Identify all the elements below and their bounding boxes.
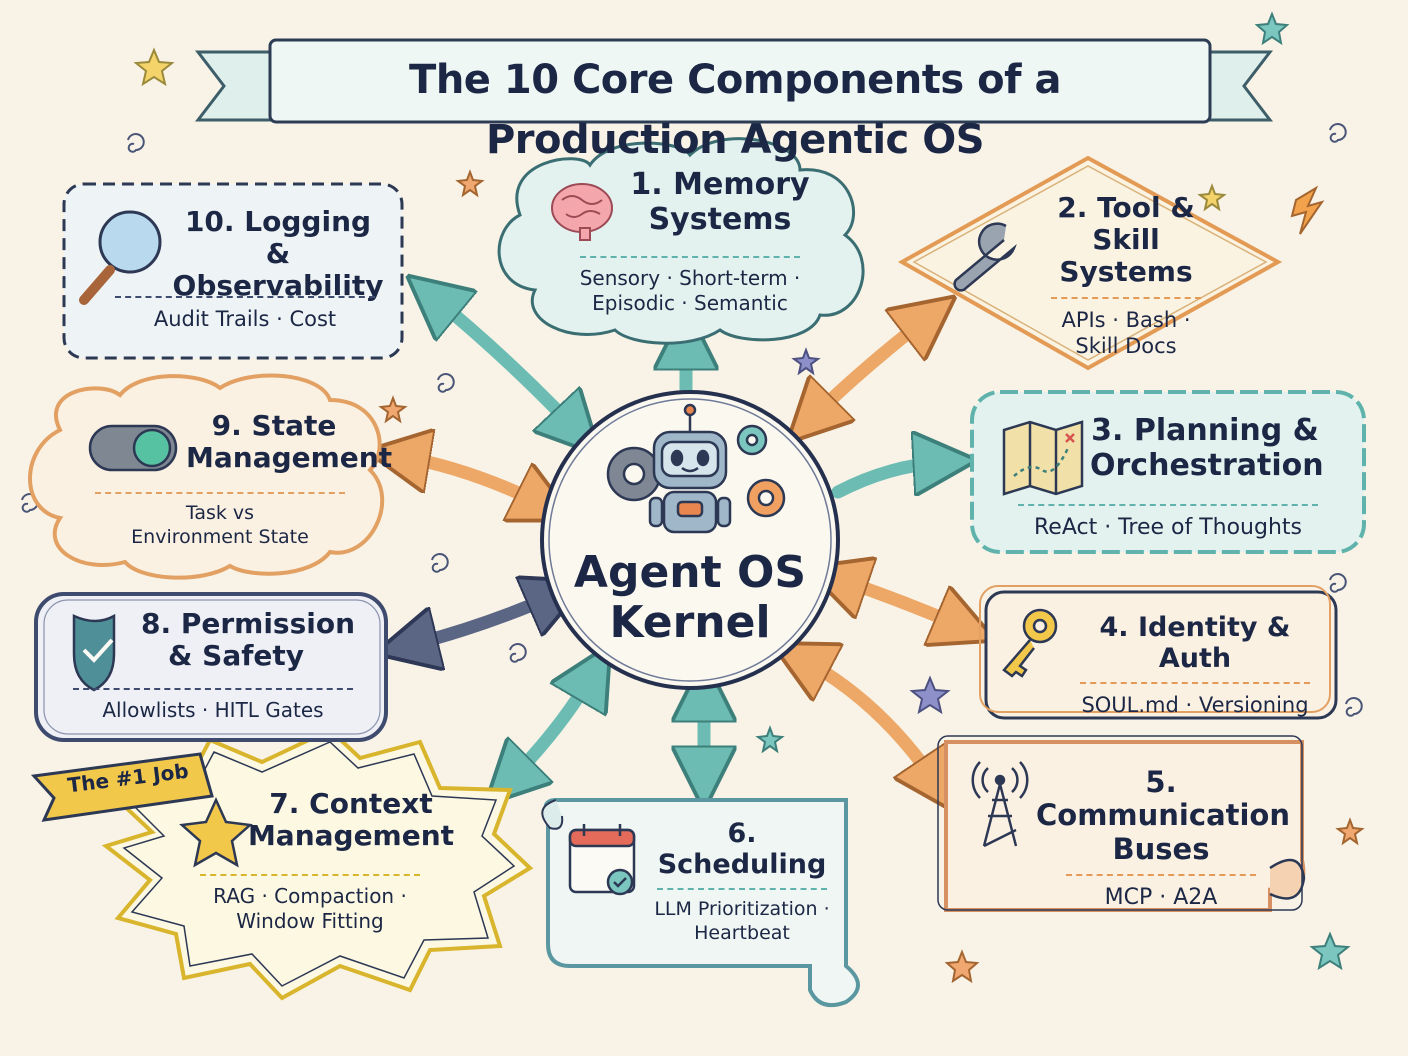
- arrow-permission: [406, 594, 558, 646]
- component-identity-detail-1: SOUL.md · Versioning: [1081, 693, 1309, 718]
- component-state-title-2: Management: [186, 441, 393, 475]
- magnifier-icon: [79, 210, 162, 305]
- star-icon: [179, 796, 253, 868]
- component-tool-title-2: Skill Systems: [1059, 223, 1193, 289]
- component-state-detail-2: Environment State: [131, 525, 309, 548]
- component-memory-detail-2: Episodic · Semantic: [592, 291, 788, 315]
- permission-box-shape: [34, 592, 388, 742]
- map-icon: [1002, 420, 1084, 496]
- component-planning-title-1: 3. Planning &: [1091, 413, 1319, 448]
- connector-arrows: [398, 296, 966, 786]
- component-state[interactable]: 9. State Management: [186, 409, 393, 475]
- component-planning-detail-1: ReAct · Tree of Thoughts: [1033, 515, 1302, 540]
- component-context-title-1: 7. Context: [269, 787, 433, 820]
- component-communication-title-1: 5. Communication: [1036, 765, 1291, 833]
- identity-box-shape: [984, 590, 1338, 720]
- component-tool-title-1: 2. Tool &: [1057, 191, 1195, 224]
- component-memory-details: Sensory · Short-term · Episodic · Semant…: [560, 248, 820, 316]
- component-scheduling-detail-2: Heartbeat: [694, 921, 790, 944]
- brain-icon: [551, 183, 613, 241]
- component-planning-title-2: Orchestration: [1090, 447, 1324, 483]
- robot-icon: [606, 403, 786, 534]
- component-permission-details: Allowlists · HITL Gates: [56, 680, 370, 723]
- component-memory[interactable]: 1. Memory Systems: [610, 167, 830, 237]
- component-scheduling[interactable]: 6. Scheduling LLM Prioritization · Heart…: [644, 818, 840, 946]
- antenna-icon: [971, 761, 1029, 848]
- shield-icon: [72, 613, 116, 692]
- communication-scroll-shape: [937, 735, 1306, 912]
- calendar-icon: [568, 824, 636, 896]
- kernel-label: Agent OS Kernel: [560, 548, 820, 648]
- kernel-label-line-2: Kernel: [609, 597, 771, 648]
- arrow-context: [508, 672, 594, 782]
- component-tool-detail-1: APIs · Bash ·: [1061, 307, 1191, 332]
- badge-ribbon: [30, 752, 214, 822]
- key-icon: [1002, 608, 1058, 678]
- component-memory-detail-1: Sensory · Short-term ·: [579, 266, 801, 290]
- component-planning-details: ReAct · Tree of Thoughts: [990, 496, 1346, 542]
- component-context-detail-1: RAG · Compaction ·: [213, 884, 407, 908]
- component-state-details: Task vs Environment State: [90, 484, 350, 550]
- component-context-details: RAG · Compaction · Window Fitting: [190, 866, 430, 934]
- page-title: The 10 Core Components of a Production A…: [409, 57, 1061, 163]
- component-state-detail-1: Task vs: [185, 502, 255, 524]
- arrow-state: [398, 456, 546, 506]
- component-permission-title-2: & Safety: [168, 639, 305, 673]
- component-communication[interactable]: 5. Communication Buses MCP · A2A: [1036, 765, 1291, 912]
- component-permission-title-1: 8. Permission: [140, 607, 356, 640]
- component-scheduling-detail-1: LLM Prioritization ·: [654, 898, 830, 921]
- component-state-title-1: 9. State: [211, 409, 337, 442]
- component-context-detail-2: Window Fitting: [236, 909, 384, 933]
- arrow-communication: [800, 658, 938, 786]
- title-banner: [194, 38, 1274, 124]
- component-logging-detail-1: Audit Trails · Cost: [153, 307, 337, 331]
- toggle-icon: [88, 424, 178, 472]
- component-identity-title-1: 4. Identity & Auth: [1099, 612, 1291, 675]
- component-logging-title-1: 10. Logging &: [184, 205, 372, 271]
- component-memory-title-2: Systems: [648, 201, 792, 237]
- component-tool[interactable]: 2. Tool & Skill Systems APIs · Bash · Sk…: [1026, 191, 1226, 359]
- arrow-tool: [810, 316, 930, 420]
- component-planning[interactable]: 3. Planning & Orchestration: [1090, 413, 1324, 483]
- arrow-logging: [432, 296, 578, 432]
- component-permission-detail-1: Allowlists · HITL Gates: [102, 698, 324, 722]
- component-logging-details: Audit Trails · Cost: [100, 288, 390, 332]
- wrench-icon: [953, 222, 1017, 292]
- component-scheduling-title-1: 6. Scheduling: [657, 818, 827, 881]
- component-communication-detail-1: MCP · A2A: [1104, 885, 1218, 911]
- arrow-identity: [836, 578, 966, 628]
- kernel-label-line-1: Agent OS: [573, 547, 807, 598]
- component-communication-title-2: Buses: [1112, 831, 1210, 866]
- component-context[interactable]: 7. Context Management: [246, 787, 456, 853]
- tool-diamond-shape: [897, 155, 1283, 371]
- component-identity[interactable]: 4. Identity & Auth SOUL.md · Versioning: [1064, 612, 1326, 718]
- component-tool-detail-2: Skill Docs: [1075, 333, 1177, 358]
- component-memory-title-1: 1. Memory: [630, 167, 810, 202]
- component-permission[interactable]: 8. Permission & Safety: [140, 607, 356, 673]
- component-context-title-2: Management: [247, 819, 455, 853]
- arrow-planning: [831, 462, 945, 499]
